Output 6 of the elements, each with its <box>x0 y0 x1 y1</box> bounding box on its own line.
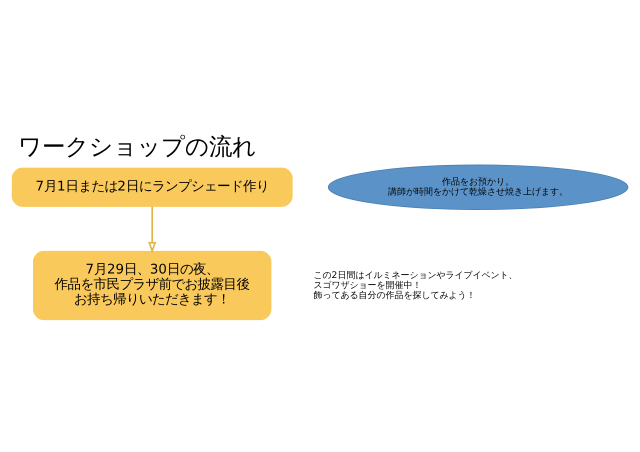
node-box: 7月29日、30日の夜、作品を市民プラザ前でお披露目後お持ち帰りいただきます！ <box>33 250 272 320</box>
label: この2日間はイルミネーションやライブイベント、スゴワザショーを開催中！飾ってある自分の作品を探してみよう！ <box>313 270 518 301</box>
node-box: 7月1日または2日にランプシェード作り <box>12 168 293 207</box>
node-ellipse: 作品をお預かり。講師が時間をかけて乾燥させ焼き上げます。 <box>328 164 628 210</box>
diagram-title: ワークショップの流れ <box>18 132 256 160</box>
arrow <box>148 206 156 254</box>
